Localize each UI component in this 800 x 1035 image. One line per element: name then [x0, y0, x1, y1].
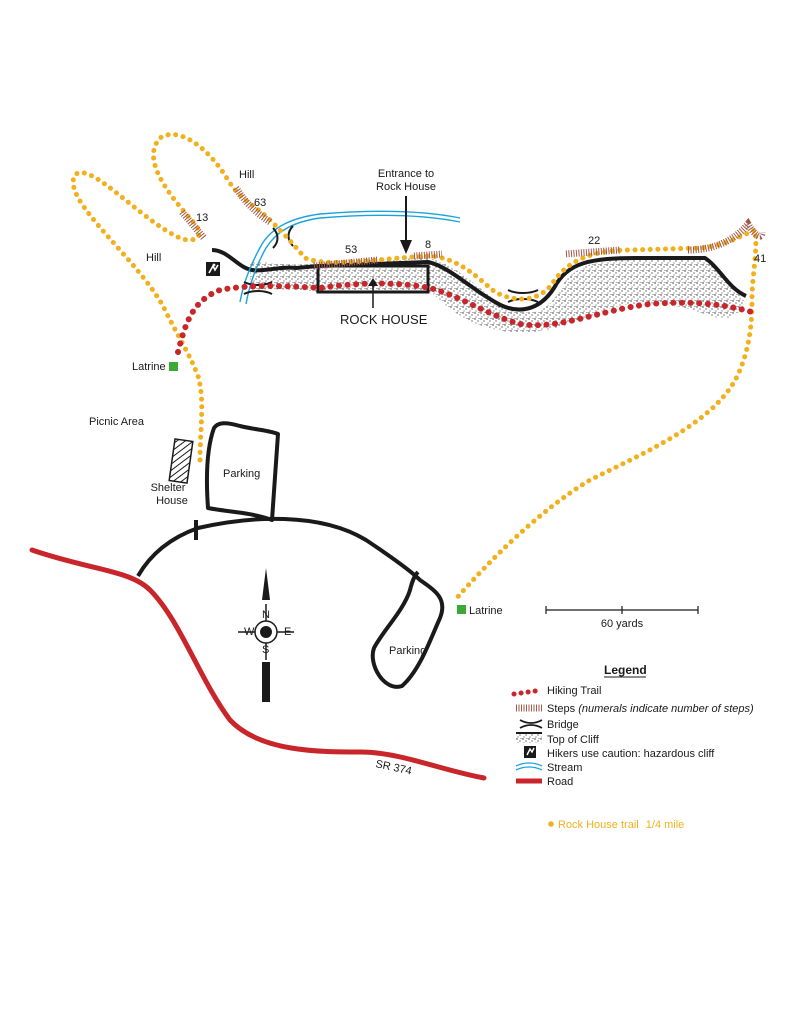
label-hill-left: Hill [146, 252, 161, 264]
shelter-house-building [168, 438, 194, 484]
step-count-63: 63 [254, 197, 266, 209]
legend-hazard: Hikers use caution: hazardous cliff [547, 748, 715, 760]
legend-stream: Stream [547, 762, 582, 774]
steps-63 [233, 186, 272, 225]
legend-hiking-trail: Hiking Trail [547, 685, 601, 697]
legend-hiking-trail-swatch [511, 687, 545, 697]
label-latrine-right: Latrine [469, 605, 503, 617]
legend-steps-note: (numerals indicate number of steps) [578, 703, 754, 715]
label-shelter-line2: House [156, 495, 188, 507]
label-latrine-left: Latrine [132, 361, 166, 373]
label-entrance-line2: Rock House [376, 181, 436, 193]
legend-title: Legend [604, 663, 647, 677]
scale-label: 60 yards [601, 618, 644, 630]
legend-bridge: Bridge [547, 719, 579, 731]
steps-41 [687, 217, 766, 254]
legend-stream-swatch [515, 762, 543, 771]
legend-steps-line: Steps (numerals indicate number of steps… [547, 703, 754, 715]
rock-house-trail [70, 132, 759, 603]
compass-e: E [284, 626, 291, 638]
label-entrance-line1: Entrance to [378, 168, 434, 180]
steps-22 [565, 246, 621, 258]
label-hill-top: Hill [239, 169, 254, 181]
step-count-13: 13 [196, 212, 208, 224]
steps-53 [313, 256, 379, 270]
label-parking-top: Parking [223, 468, 260, 480]
legend-road: Road [547, 776, 573, 788]
entrance-arrow [400, 196, 412, 254]
label-picnic-area: Picnic Area [89, 416, 145, 428]
step-count-22: 22 [588, 235, 600, 247]
legend-rock-house-trail: Rock House trail [558, 819, 639, 831]
legend-cliff-swatch [516, 733, 542, 743]
legend-top-of-cliff: Top of Cliff [547, 734, 600, 746]
legend: Legend Hiking Trail Steps (numerals indi… [511, 663, 754, 831]
bridge-upper [272, 225, 294, 249]
legend-rock-house-trail-length: 1/4 mile [646, 819, 685, 831]
compass-rose: N S E W [238, 568, 294, 702]
state-road [29, 547, 487, 781]
steps-group [179, 186, 766, 270]
legend-steps: Steps [547, 703, 576, 715]
legend-bridge-icon [519, 719, 543, 729]
park-road-loop [136, 516, 445, 689]
cliff-top-area [250, 258, 745, 333]
legend-hazard-icon [524, 746, 536, 758]
label-shelter-line1: Shelter [151, 482, 186, 494]
step-count-41: 41 [754, 253, 766, 265]
steps-8 [413, 250, 443, 260]
compass-n: N [262, 609, 270, 621]
stream [239, 210, 461, 305]
bridge-middle [243, 281, 273, 295]
hiking-trail [175, 280, 755, 355]
latrine-right-marker [457, 605, 466, 614]
step-count-53: 53 [345, 244, 357, 256]
legend-rock-house-trail-swatch [548, 821, 554, 827]
cliff-edge-line [211, 248, 747, 312]
scale-bar: 60 yards [545, 606, 699, 630]
rock-house-pointer [368, 278, 378, 308]
label-parking-bottom: Parking [389, 645, 426, 657]
compass-s: S [262, 644, 269, 656]
compass-w: W [244, 626, 255, 638]
hazard-cliff-icon [206, 262, 220, 276]
legend-rock-house-trail-line: Rock House trail 1/4 mile [558, 819, 684, 831]
steps-13 [179, 209, 207, 241]
label-rock-house: ROCK HOUSE [340, 312, 428, 327]
step-count-8: 8 [425, 239, 431, 251]
latrine-left-marker [169, 362, 178, 371]
